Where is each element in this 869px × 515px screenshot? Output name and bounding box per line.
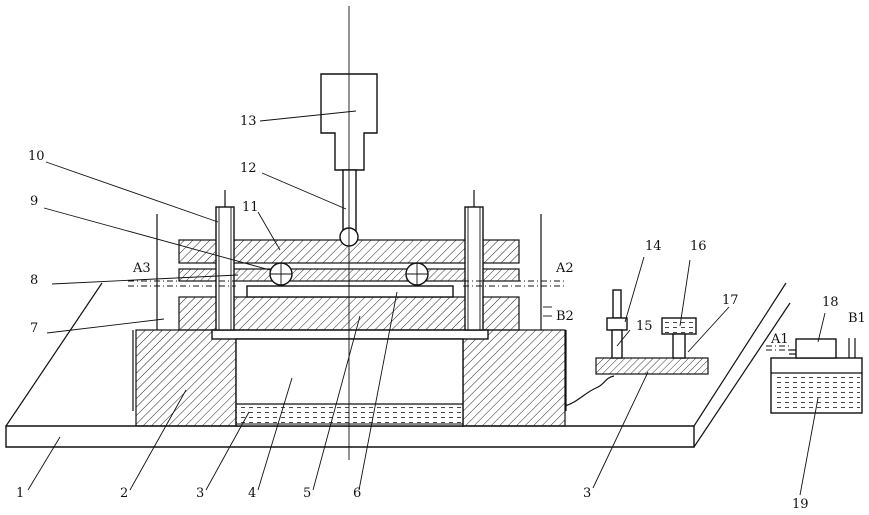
label-1: 1	[16, 486, 24, 501]
label-b1: B1	[848, 311, 866, 326]
label-13: 13	[240, 114, 257, 129]
label-3-left: 3	[196, 486, 204, 501]
guide-post-right	[465, 190, 483, 330]
label-12: 12	[240, 161, 257, 176]
label-b2: B2	[556, 309, 574, 324]
label-3-right: 3	[583, 486, 591, 501]
hose	[565, 376, 614, 406]
label-a3: A3	[132, 261, 151, 276]
label-9: 9	[30, 194, 38, 209]
label-a1: A1	[770, 332, 789, 347]
label-2: 2	[120, 486, 128, 501]
label-19: 19	[792, 497, 809, 512]
label-18: 18	[822, 295, 839, 310]
ball-right	[406, 263, 428, 285]
label-4: 4	[248, 486, 256, 501]
label-10: 10	[28, 149, 45, 164]
label-11: 11	[242, 200, 259, 215]
label-7: 7	[30, 321, 38, 336]
label-8: 8	[30, 273, 38, 288]
reservoir	[766, 338, 862, 413]
label-a2: A2	[555, 261, 574, 276]
guide-post-left	[216, 190, 234, 330]
ball-left	[270, 263, 292, 285]
label-14: 14	[645, 239, 662, 254]
label-17: 17	[722, 293, 739, 308]
label-16: 16	[690, 239, 707, 254]
label-15: 15	[636, 319, 653, 334]
lower-chamber	[236, 339, 463, 426]
label-6: 6	[353, 486, 361, 501]
label-5: 5	[303, 486, 311, 501]
